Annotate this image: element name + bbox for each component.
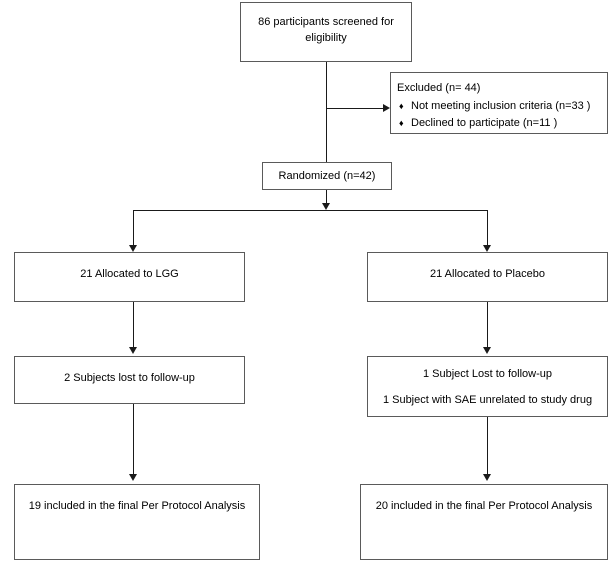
- node-randomized: Randomized (n=42): [262, 162, 392, 190]
- node-analysis-placebo: 20 included in the final Per Protocol An…: [360, 484, 608, 560]
- connector-screened-to-randomized: [326, 62, 327, 162]
- node-analysis-placebo-label: 20 included in the final Per Protocol An…: [375, 500, 593, 512]
- node-excluded-reason-list: ♦ Not meeting inclusion criteria (n=33 )…: [397, 99, 601, 132]
- node-excluded-reason-label: Not meeting inclusion criteria (n=33 ): [411, 99, 591, 112]
- node-excluded-title: Excluded (n= 44): [397, 82, 481, 94]
- connector-split-bar: [133, 210, 488, 211]
- node-screened: 86 participants screened for eligibility: [240, 2, 412, 62]
- connector-allocated-lgg-to-lost: [133, 302, 134, 349]
- node-analysis-lgg: 19 included in the final Per Protocol An…: [14, 484, 260, 560]
- arrow-lost-lgg-to-analysis-icon: [129, 474, 137, 481]
- node-excluded: Excluded (n= 44) ♦ Not meeting inclusion…: [390, 72, 608, 134]
- arrow-to-allocated-lgg-icon: [129, 245, 137, 252]
- arrow-to-allocated-placebo-icon: [483, 245, 491, 252]
- connector-lost-lgg-to-analysis: [133, 404, 134, 476]
- node-lost-lgg-label: 2 Subjects lost to follow-up: [64, 372, 195, 384]
- connector-lost-placebo-to-analysis: [487, 417, 488, 476]
- diamond-bullet-icon: ♦: [399, 117, 404, 128]
- node-lost-placebo: 1 Subject Lost to follow-up 1 Subject wi…: [367, 356, 608, 417]
- node-allocated-placebo-label: 21 Allocated to Placebo: [430, 268, 545, 280]
- arrow-lost-placebo-to-analysis-icon: [483, 474, 491, 481]
- connector-randomized-to-split: [326, 190, 327, 204]
- arrow-randomized-to-split-icon: [322, 203, 330, 210]
- node-screened-label: 86 participants screened for eligibility: [258, 16, 394, 44]
- diamond-bullet-icon: ♦: [399, 100, 404, 111]
- connector-split-to-allocated-placebo: [487, 210, 488, 248]
- list-item: ♦ Not meeting inclusion criteria (n=33 ): [397, 99, 601, 115]
- connector-allocated-placebo-to-lost: [487, 302, 488, 349]
- node-excluded-reason-label: Declined to participate (n=11 ): [411, 116, 558, 129]
- arrow-allocated-placebo-to-lost-icon: [483, 347, 491, 354]
- arrow-to-excluded-icon: [383, 104, 390, 112]
- connector-split-to-allocated-lgg: [133, 210, 134, 248]
- node-lost-lgg: 2 Subjects lost to follow-up: [14, 356, 245, 404]
- node-allocated-placebo: 21 Allocated to Placebo: [367, 252, 608, 302]
- node-analysis-lgg-label: 19 included in the final Per Protocol An…: [28, 500, 246, 512]
- list-item: ♦ Declined to participate (n=11 ): [397, 116, 601, 132]
- arrow-allocated-lgg-to-lost-icon: [129, 347, 137, 354]
- node-lost-placebo-label-1: 1 Subject Lost to follow-up: [422, 368, 553, 380]
- node-allocated-lgg-label: 21 Allocated to LGG: [80, 268, 179, 280]
- node-lost-placebo-label-2: 1 Subject with SAE unrelated to study dr…: [382, 393, 593, 406]
- node-allocated-lgg: 21 Allocated to LGG: [14, 252, 245, 302]
- node-randomized-label: Randomized (n=42): [278, 170, 376, 182]
- connector-to-excluded: [326, 108, 383, 109]
